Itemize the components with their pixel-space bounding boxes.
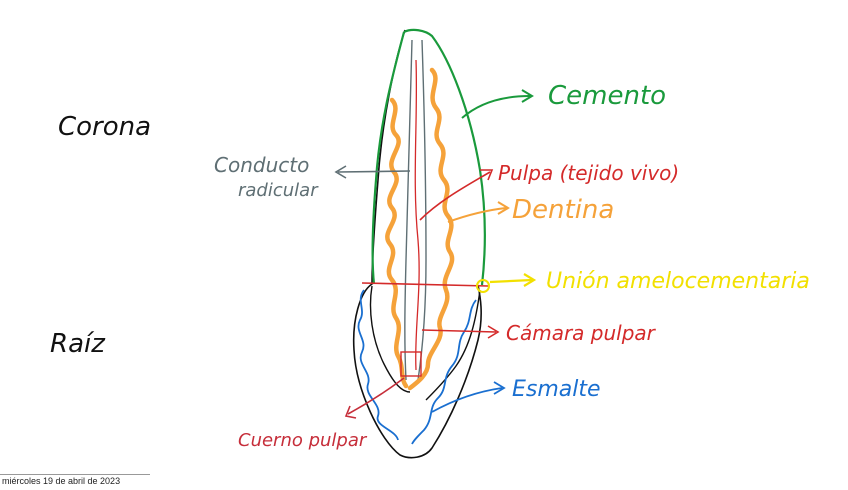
label-pulpa: Pulpa (tejido vivo): [498, 161, 679, 185]
label-conducto-1: Conducto: [214, 153, 309, 177]
footer-date: miércoles 19 de abril de 2023: [2, 476, 120, 486]
dentin-wave-left: [387, 100, 406, 386]
label-corona: Corona: [58, 112, 151, 142]
union-arrow: [490, 280, 532, 282]
label-union: Unión amelocementaria: [546, 269, 810, 294]
conducto-arrow: [338, 171, 410, 172]
dentina-arrow: [448, 208, 506, 222]
label-camara: Cámara pulpar: [506, 321, 657, 345]
footer-divider: [0, 474, 150, 475]
root-canal-line-right: [418, 40, 426, 380]
label-dentina: Dentina: [512, 195, 614, 225]
label-conducto-2: radicular: [238, 180, 319, 201]
label-cuerno: Cuerno pulpar: [238, 430, 368, 451]
pulp-line: [415, 60, 419, 370]
cuerno-arrow: [348, 378, 404, 414]
root-canal-line-left: [405, 40, 412, 380]
label-cemento: Cemento: [548, 81, 666, 111]
cemento-arrow: [462, 96, 530, 118]
label-esmalte: Esmalte: [512, 377, 601, 402]
label-raiz: Raíz: [50, 329, 106, 359]
camara-arrow: [422, 330, 496, 332]
